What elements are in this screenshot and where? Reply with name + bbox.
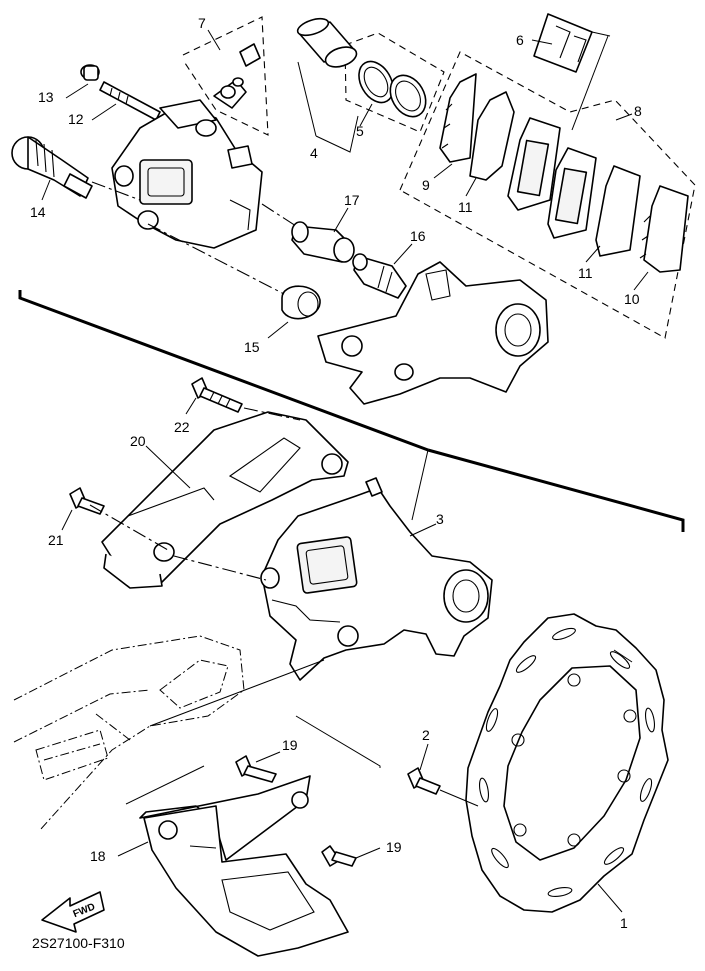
disc-bolt-part-2 [407,767,479,807]
piston-part-4 [296,17,358,68]
section-separator [18,290,685,532]
callout-2: 2 [422,727,430,743]
callout-11-left: 11 [458,199,473,215]
pad-shim-part-10 [639,185,689,273]
callout-22: 22 [174,419,190,435]
disc-slots [478,627,656,898]
callout-8: 8 [634,103,642,119]
callout-11-right: 11 [578,265,593,281]
fwd-arrow-icon: FWD [41,891,105,933]
seal-kit-part-5 [358,60,427,118]
pad-support-part-6 [533,13,593,73]
callout-13: 13 [38,89,54,105]
brake-pad-part-11-right [547,147,641,257]
bleed-valve-part-7 [213,43,261,109]
callout-18: 18 [90,848,106,864]
caliper-bracket-exploded [317,261,549,405]
callout-5: 5 [356,123,364,139]
pin-boot-part-17 [291,221,355,263]
bleed-screw-part-12 [99,81,161,121]
bolt-part-19-upper [235,755,277,783]
brake-disc-part-1 [465,613,669,913]
callout-12: 12 [68,111,84,127]
reference-lines-lower [125,715,381,805]
alignment-lines-lower [89,407,301,581]
callout-10: 10 [624,291,640,307]
swingarm-phantom [13,635,325,831]
part-group-8-box [399,51,696,339]
callout-19-upper: 19 [282,737,298,753]
caliper-pin-part-14 [11,136,93,199]
part-group-7-box [182,16,269,136]
brake-pad-part-11-left [469,91,561,211]
callout-labels: 7 13 12 14 6 4 5 8 9 11 11 10 17 16 15 2… [30,15,642,931]
caliper-body-exploded [111,99,263,249]
caliper-guard-part-20 [101,411,349,589]
callout-20: 20 [130,433,146,449]
alignment-lines-upper [91,181,297,295]
rear-caliper-assembly-part-3 [260,477,493,681]
callout-1: 1 [620,915,628,931]
callout-4: 4 [310,145,318,161]
callout-16: 16 [410,228,426,244]
part-group-5-box [344,32,445,133]
callout-14: 14 [30,204,46,220]
callout-21: 21 [48,532,64,548]
callout-19-lower: 19 [386,839,402,855]
diagram-code: 2S27100-F310 [32,935,125,951]
disc-guard-part-18 [139,775,349,957]
callout-6: 6 [516,32,524,48]
leader-lines [41,29,649,913]
pad-shim-part-9 [439,73,477,163]
bolt-part-22 [191,377,243,413]
callout-9: 9 [422,177,430,193]
callout-7: 7 [198,15,206,31]
bleed-screw-cap-part-13 [80,64,100,81]
callout-3: 3 [436,511,444,527]
bracket-pin-part-16 [352,253,407,299]
callout-15: 15 [244,339,260,355]
rubber-boot-part-15 [281,285,321,320]
bolt-part-19-lower [321,845,357,867]
callout-17: 17 [344,192,360,208]
